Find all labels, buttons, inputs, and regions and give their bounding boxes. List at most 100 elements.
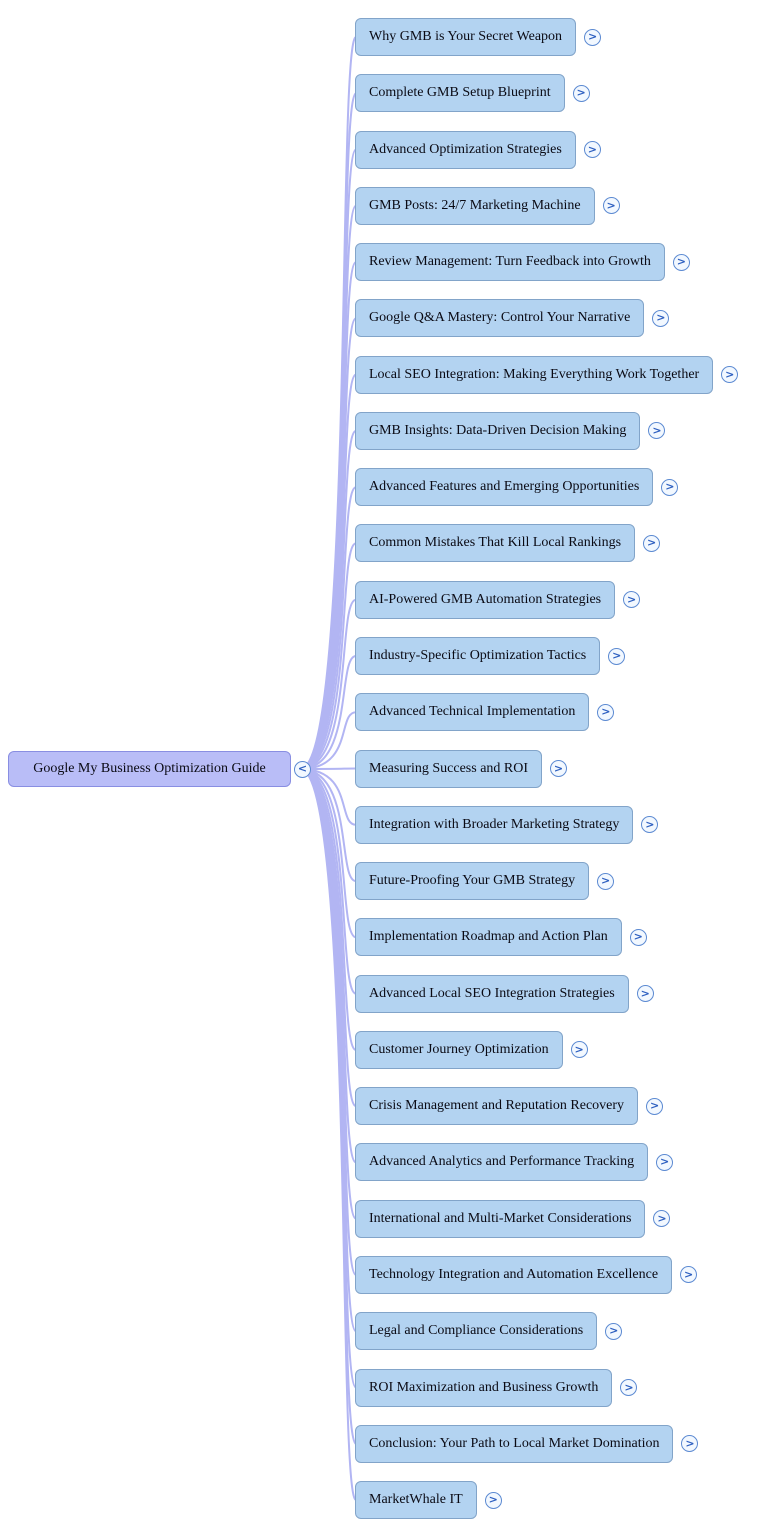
- branch-node[interactable]: AI-Powered GMB Automation Strategies: [355, 580, 616, 619]
- expand-icon[interactable]: >: [721, 366, 739, 384]
- expand-icon[interactable]: >: [597, 703, 615, 721]
- connector: [299, 768, 357, 1389]
- expand-icon[interactable]: >: [484, 1491, 502, 1509]
- branch-node[interactable]: Customer Journey Optimization: [355, 1030, 563, 1069]
- branch-node[interactable]: International and Multi-Market Considera…: [355, 1199, 646, 1238]
- expand-icon[interactable]: >: [605, 1322, 623, 1340]
- branch-node[interactable]: Advanced Analytics and Performance Track…: [355, 1143, 649, 1182]
- branch-row: Review Management: Turn Feedback into Gr…: [355, 243, 690, 282]
- expand-icon[interactable]: >: [652, 309, 670, 327]
- branch-node[interactable]: Advanced Features and Emerging Opportuni…: [355, 468, 654, 507]
- expand-icon[interactable]: >: [597, 872, 615, 890]
- branch-node[interactable]: Advanced Local SEO Integration Strategie…: [355, 974, 629, 1013]
- branch-node[interactable]: MarketWhale IT: [355, 1481, 477, 1519]
- connector: [299, 768, 357, 995]
- branch-row: Advanced Technical Implementation >: [355, 693, 615, 732]
- connector: [299, 768, 357, 1108]
- expand-icon[interactable]: >: [648, 422, 666, 440]
- branch-node[interactable]: ROI Maximization and Business Growth: [355, 1368, 613, 1407]
- branch-row: Advanced Analytics and Performance Track…: [355, 1143, 674, 1182]
- connector: [299, 768, 357, 1333]
- collapse-icon[interactable]: <: [294, 760, 311, 778]
- branch-node[interactable]: Common Mistakes That Kill Local Rankings: [355, 524, 636, 563]
- connector: [299, 768, 357, 1220]
- expand-icon[interactable]: >: [681, 1435, 699, 1453]
- branch-node[interactable]: Measuring Success and ROI: [355, 749, 543, 788]
- expand-icon[interactable]: >: [608, 647, 626, 665]
- expand-icon[interactable]: >: [653, 1210, 671, 1228]
- branch-row: Advanced Local SEO Integration Strategie…: [355, 974, 654, 1013]
- connector: [299, 542, 357, 770]
- branch-row: Advanced Features and Emerging Opportuni…: [355, 468, 679, 507]
- connector: [299, 317, 357, 770]
- branch-row: Why GMB is Your Secret Weapon >: [355, 18, 602, 56]
- branch-node[interactable]: Conclusion: Your Path to Local Market Do…: [355, 1424, 674, 1463]
- expand-icon[interactable]: >: [570, 1041, 588, 1059]
- branch-row: Local SEO Integration: Making Everything…: [355, 355, 739, 394]
- branch-row: Integration with Broader Marketing Strat…: [355, 805, 659, 844]
- expand-icon[interactable]: >: [646, 1097, 664, 1115]
- connector: [299, 486, 357, 770]
- expand-icon[interactable]: >: [656, 1153, 674, 1171]
- branch-node[interactable]: Advanced Optimization Strategies: [355, 130, 576, 169]
- connector: [299, 768, 357, 1501]
- expand-icon[interactable]: >: [636, 985, 654, 1003]
- expand-icon[interactable]: >: [672, 253, 690, 271]
- branch-row: International and Multi-Market Considera…: [355, 1199, 671, 1238]
- expand-icon[interactable]: >: [550, 760, 568, 777]
- expand-icon[interactable]: >: [641, 816, 659, 834]
- branch-node[interactable]: Complete GMB Setup Blueprint: [355, 74, 565, 113]
- root-wrap: Google My Business Optimization Guide <: [8, 751, 311, 787]
- branch-row: Common Mistakes That Kill Local Rankings…: [355, 524, 661, 563]
- branch-node[interactable]: Google Q&A Mastery: Control Your Narrati…: [355, 299, 645, 338]
- root-node[interactable]: Google My Business Optimization Guide: [8, 751, 291, 787]
- branch-row: Implementation Roadmap and Action Plan >: [355, 918, 647, 957]
- branch-row: Customer Journey Optimization >: [355, 1030, 588, 1069]
- branch-row: Google Q&A Mastery: Control Your Narrati…: [355, 299, 670, 338]
- branch-node[interactable]: GMB Posts: 24/7 Marketing Machine: [355, 186, 595, 225]
- connector: [299, 768, 357, 939]
- branch-row: Technology Integration and Automation Ex…: [355, 1255, 698, 1294]
- branch-node[interactable]: Integration with Broader Marketing Strat…: [355, 805, 634, 844]
- branch-row: Complete GMB Setup Blueprint >: [355, 74, 590, 113]
- connector: [299, 148, 357, 770]
- expand-icon[interactable]: >: [602, 197, 620, 215]
- branch-row: AI-Powered GMB Automation Strategies >: [355, 580, 641, 619]
- connector: [299, 92, 357, 770]
- branch-row: Conclusion: Your Path to Local Market Do…: [355, 1424, 699, 1463]
- expand-icon[interactable]: >: [680, 1266, 698, 1284]
- branch-row: ROI Maximization and Business Growth >: [355, 1368, 638, 1407]
- expand-icon[interactable]: >: [629, 928, 647, 946]
- branch-node[interactable]: Industry-Specific Optimization Tactics: [355, 637, 601, 675]
- connector: [299, 768, 357, 1051]
- expand-icon[interactable]: >: [572, 84, 590, 102]
- branch-row: MarketWhale IT >: [355, 1481, 502, 1519]
- expand-icon[interactable]: >: [623, 591, 641, 609]
- branch-node[interactable]: Implementation Roadmap and Action Plan: [355, 918, 622, 957]
- branch-node[interactable]: Review Management: Turn Feedback into Gr…: [355, 243, 665, 282]
- connector: [299, 261, 357, 770]
- branch-node[interactable]: Local SEO Integration: Making Everything…: [355, 355, 714, 394]
- connector: [299, 598, 357, 770]
- branch-node[interactable]: Future-Proofing Your GMB Strategy: [355, 862, 590, 901]
- branch-node[interactable]: Crisis Management and Reputation Recover…: [355, 1087, 639, 1126]
- branch-node[interactable]: GMB Insights: Data-Driven Decision Makin…: [355, 411, 641, 450]
- branch-node[interactable]: Advanced Technical Implementation: [355, 693, 590, 732]
- branch-row: Legal and Compliance Considerations >: [355, 1312, 623, 1351]
- expand-icon[interactable]: >: [620, 1379, 638, 1396]
- branch-node[interactable]: Legal and Compliance Considerations: [355, 1312, 598, 1351]
- expand-icon[interactable]: >: [584, 28, 602, 46]
- connector: [299, 36, 357, 770]
- branch-row: Measuring Success and ROI >: [355, 749, 568, 788]
- expand-icon[interactable]: >: [661, 478, 679, 496]
- branch-node[interactable]: Technology Integration and Automation Ex…: [355, 1255, 673, 1294]
- branch-row: Crisis Management and Reputation Recover…: [355, 1087, 664, 1126]
- connector: [299, 373, 357, 770]
- connector: [299, 768, 357, 1445]
- expand-icon[interactable]: >: [643, 534, 661, 552]
- branch-row: Advanced Optimization Strategies >: [355, 130, 601, 169]
- expand-icon[interactable]: >: [583, 141, 601, 158]
- branch-node[interactable]: Why GMB is Your Secret Weapon: [355, 18, 577, 56]
- connector: [299, 429, 357, 770]
